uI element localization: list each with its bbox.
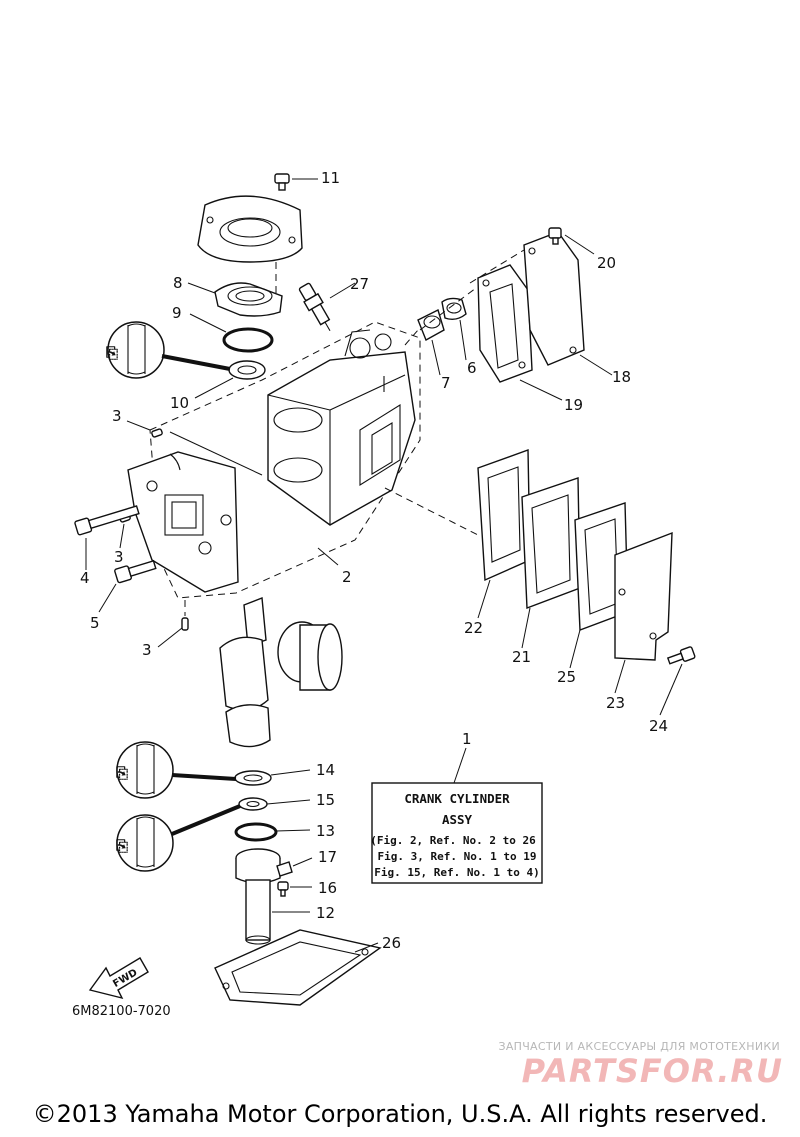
callout-19: 19: [564, 396, 583, 414]
crankshaft: [219, 597, 343, 748]
callout-11: 11: [321, 169, 340, 187]
part-24-bolt: [666, 646, 696, 665]
callout-14: 14: [316, 761, 335, 779]
callout-27: 27: [350, 275, 369, 293]
part-15-oil-seal: [238, 797, 268, 811]
grease-detail-lower-a: ⎘: [116, 741, 174, 799]
part-13-o-ring: [234, 822, 278, 842]
copyright-notice: ©2013 Yamaha Motor Corporation, U.S.A. A…: [32, 1100, 768, 1128]
callout-15: 15: [316, 791, 335, 809]
callout-20: 20: [597, 254, 616, 272]
grease-icon: ⎘: [116, 764, 128, 782]
callout-12: 12: [316, 904, 335, 922]
part-20-bolt: [548, 227, 562, 245]
watermark-tagline: ЗАПЧАСТИ И АКСЕССУАРЫ ДЛЯ МОТОТЕХНИКИ: [498, 1040, 780, 1053]
part-18-cover: [523, 231, 585, 366]
assy-title-line1: CRANK CYLINDER: [404, 791, 510, 806]
fwd-arrow-icon: FWD: [88, 957, 149, 1000]
diagram-code: 6M82100-7020: [72, 1004, 171, 1019]
callout-3c: 3: [142, 641, 152, 659]
callout-8: 8: [173, 274, 183, 292]
callout-13: 13: [316, 822, 335, 840]
oil-seal-housing-plate: [197, 195, 303, 263]
watermark-logo: PARTSFOR.RU: [521, 1052, 783, 1090]
callout-5: 5: [90, 614, 100, 632]
assy-title-line2: ASSY: [442, 812, 473, 827]
assy-ref-line2: Fig. 3, Ref. No. 1 to 19: [378, 850, 537, 863]
crank-cylinder-assy-box: CRANK CYLINDER ASSY (Fig. 2, Ref. No. 2 …: [370, 782, 543, 884]
callout-26: 26: [382, 934, 401, 952]
part-26-gasket: [214, 929, 382, 1006]
grease-detail-top: ⎘: [106, 321, 165, 379]
callout-25: 25: [557, 668, 576, 686]
part-3-dowel-pin-a: [151, 428, 163, 438]
crankcase-half: [127, 451, 239, 593]
grease-detail-lower-b: ⎘: [116, 814, 174, 872]
part-17-nut: [276, 861, 293, 877]
part-11-bolt: [274, 173, 290, 191]
callout-23: 23: [606, 694, 625, 712]
part-14-oil-seal: [234, 770, 272, 786]
part-3-dowel-pin-c: [181, 617, 189, 631]
part-10-oil-seal: [228, 360, 266, 380]
callout-22: 22: [464, 619, 483, 637]
part-23-cover: [614, 531, 673, 661]
part-21-plate: [521, 477, 581, 609]
part-2-cylinder-block: [267, 329, 416, 526]
part-7-thermostat: [417, 309, 445, 341]
assy-ref-line3: Fig. 15, Ref. No. 1 to 4): [374, 866, 540, 879]
assy-ref-line1: (Fig. 2, Ref. No. 2 to 26: [370, 834, 536, 847]
callout-3a: 3: [112, 407, 122, 425]
callout-1: 1: [462, 730, 472, 748]
part-9-o-ring: [222, 327, 274, 353]
part-19-gasket: [477, 264, 533, 383]
part-8-housing: [214, 282, 283, 317]
part-16-screw: [277, 881, 289, 897]
part-27-spark-plug: [298, 282, 331, 332]
part-12-oil-tube: [235, 848, 281, 945]
part-5-bolt: [114, 559, 157, 584]
callout-21: 21: [512, 648, 531, 666]
part-4-bolt: [74, 505, 140, 536]
callout-18: 18: [612, 368, 631, 386]
grease-icon: ⎘: [116, 837, 128, 855]
callout-3b: 3: [114, 548, 124, 566]
callout-7: 7: [441, 374, 451, 392]
part-6-cap: [441, 297, 467, 321]
callout-17: 17: [318, 848, 337, 866]
grease-icon: ⎘: [106, 344, 118, 362]
callout-10: 10: [170, 394, 189, 412]
callout-4: 4: [80, 569, 90, 587]
callout-2: 2: [342, 568, 352, 586]
callout-9: 9: [172, 304, 182, 322]
callout-6: 6: [467, 359, 477, 377]
callout-16: 16: [318, 879, 337, 897]
callout-24: 24: [649, 717, 668, 735]
